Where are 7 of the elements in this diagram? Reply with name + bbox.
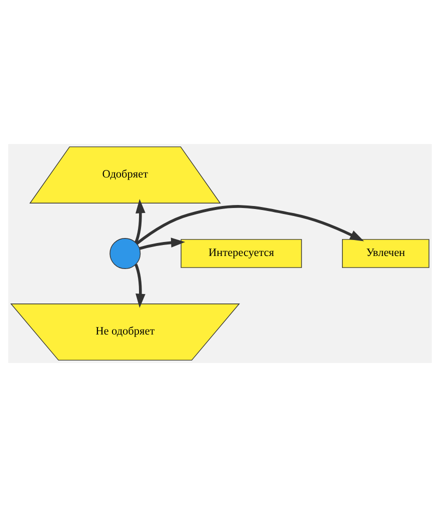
- arrow: [134, 263, 146, 308]
- arrow: [134, 198, 146, 243]
- node-box: Увлечен: [342, 238, 430, 268]
- arrow: [139, 237, 186, 250]
- node-circle: [110, 238, 141, 268]
- arrow: [136, 204, 364, 244]
- node-box: Интересуется: [180, 238, 302, 268]
